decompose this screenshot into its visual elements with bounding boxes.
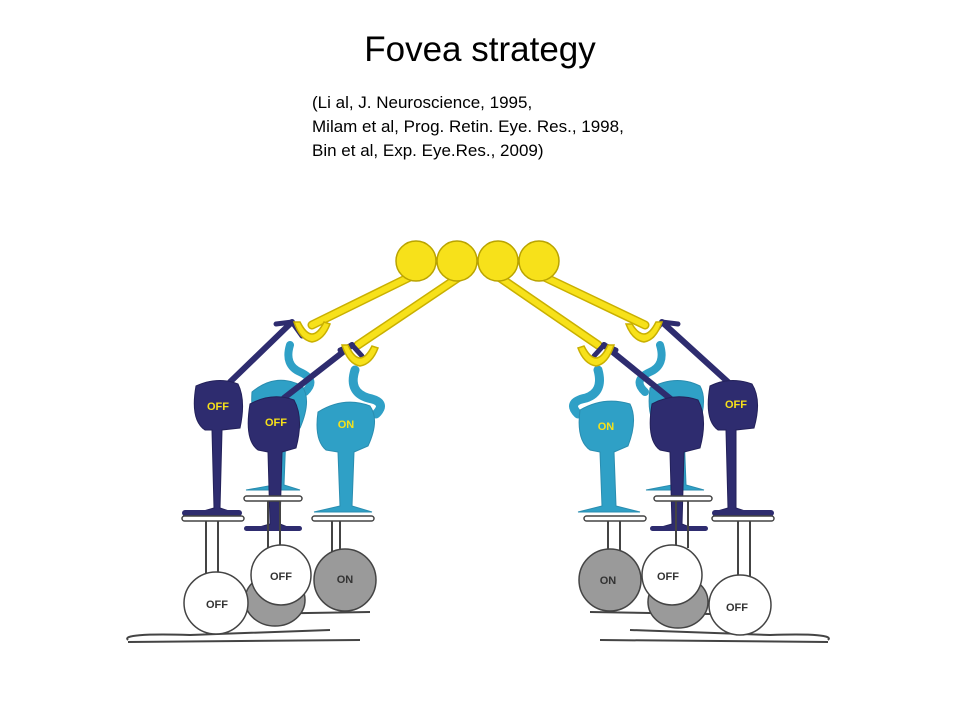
slide-title: Fovea strategy [364, 30, 596, 69]
label-ganglion-off-right-lower: OFF [726, 602, 748, 614]
label-ganglion-off-right-upper: OFF [657, 571, 679, 583]
label-ganglion-off-left-upper: OFF [270, 571, 292, 583]
ganglion-on-right [578, 521, 642, 612]
cone-3 [477, 240, 519, 282]
cone-1 [395, 240, 437, 282]
cone-axons [307, 268, 650, 350]
bipolar-on-left-front [313, 365, 385, 513]
bipolar-off-left-front [244, 342, 365, 531]
ganglion-off-left-lower [183, 521, 249, 635]
ganglion-off-right-lower [708, 521, 772, 636]
ganglion-on-left [313, 521, 377, 612]
cone-photoreceptors [395, 240, 560, 282]
label-ganglion-off-left-lower: OFF [206, 599, 228, 611]
label-bipolar-on-left: ON [338, 419, 355, 431]
bipolar-on-right-front [569, 365, 641, 513]
citation-list: (Li al, J. Neuroscience, 1995, Milam et … [312, 91, 624, 163]
ganglion-off-left-upper [250, 501, 312, 606]
cone-4 [518, 240, 560, 282]
ganglion-dendrites-right [583, 495, 775, 522]
label-bipolar-on-right: ON [598, 421, 615, 433]
label-bipolar-off-right-back: OFF [725, 399, 747, 411]
label-bipolar-off-left-back: OFF [207, 401, 229, 413]
cell-labels: OFF OFF ON ON OFF OFF ON OFF ON OFF OFF [206, 399, 748, 614]
cone-2 [436, 240, 478, 282]
label-ganglion-on-right: ON [600, 575, 617, 587]
label-ganglion-on-left: ON [337, 574, 354, 586]
citation-milam-1998: Milam et al, Prog. Retin. Eye. Res., 199… [312, 117, 624, 136]
citation-bin-2009: Bin et al, Exp. Eye.Res., 2009) [312, 141, 544, 160]
ganglion-dendrites-left [181, 495, 375, 522]
ganglion-off-right-upper [641, 501, 703, 606]
cone-terminals-right [577, 321, 664, 367]
label-bipolar-off-left-front: OFF [265, 417, 287, 429]
bipolar-off-right-front [591, 342, 708, 531]
cone-terminals-left [292, 321, 379, 367]
citation-li-1995: (Li al, J. Neuroscience, 1995, [312, 93, 533, 112]
